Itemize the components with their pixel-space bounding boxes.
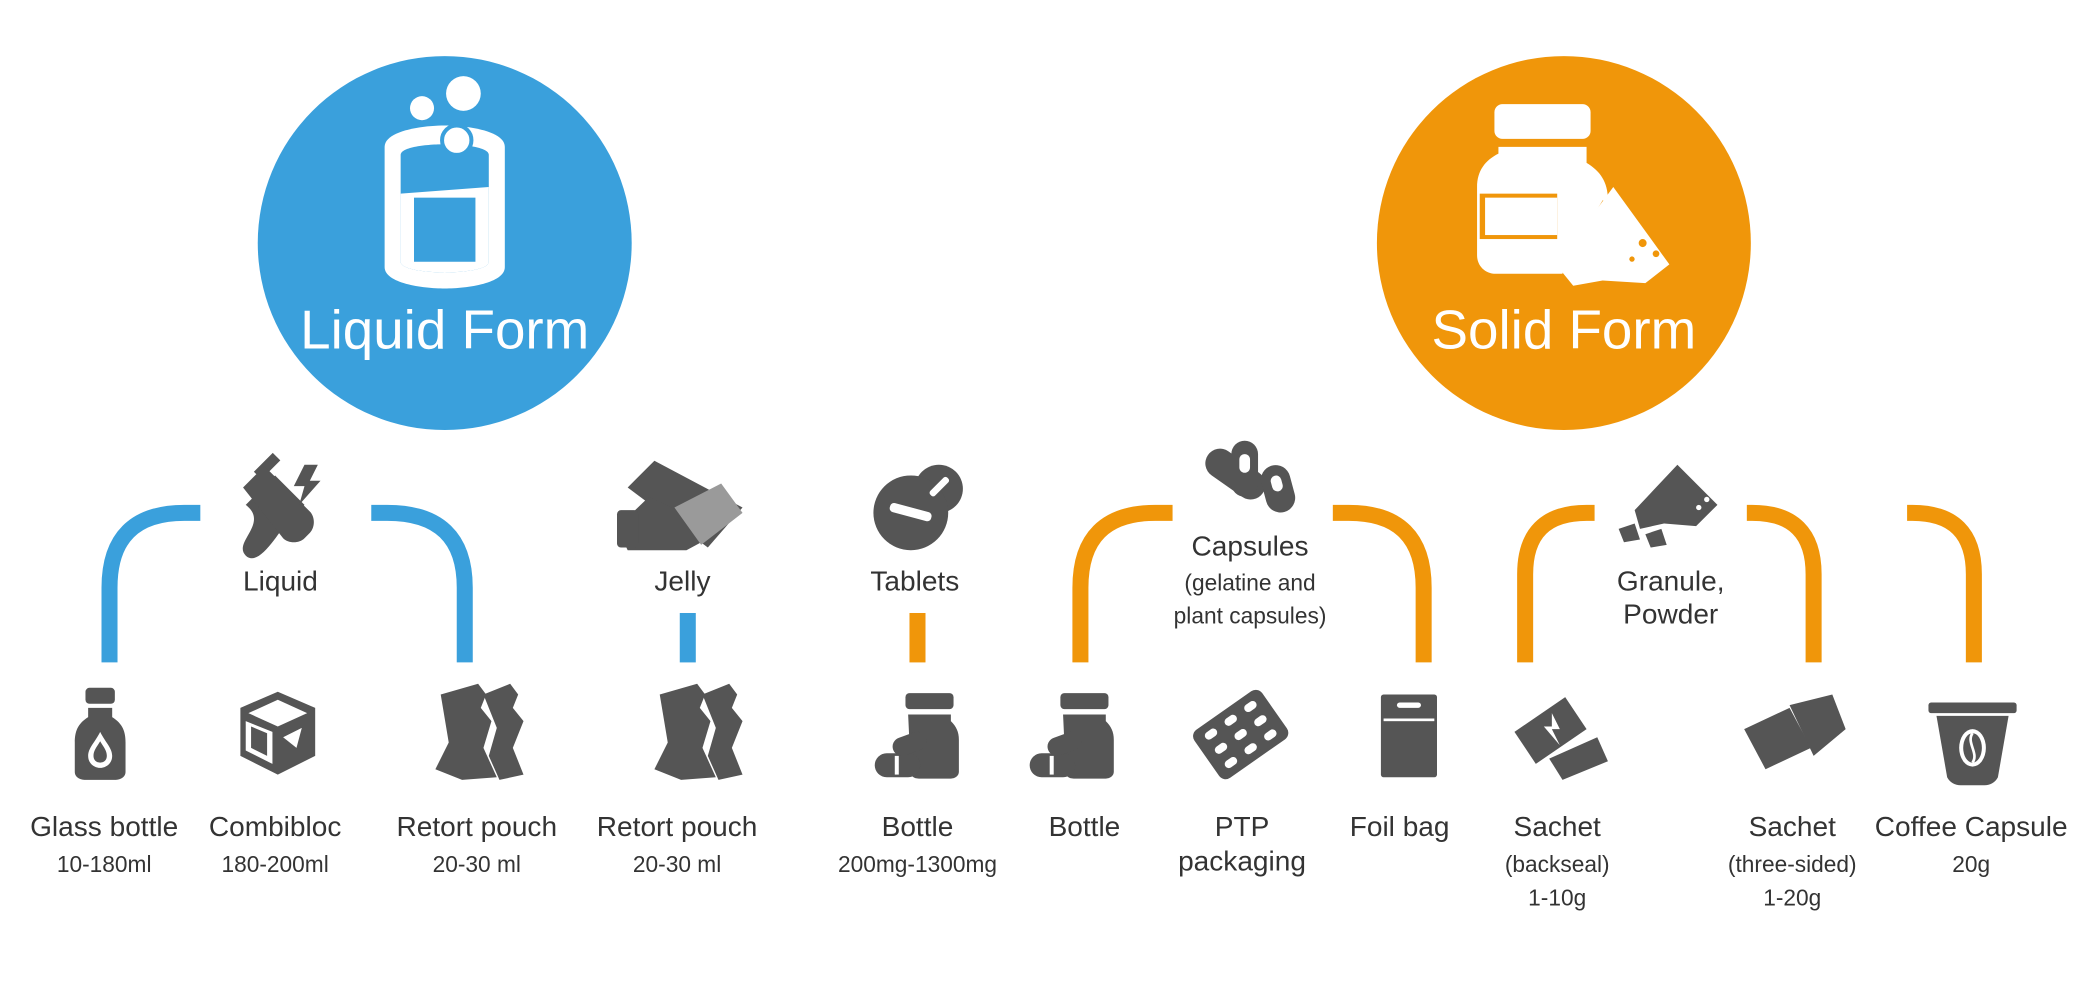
category-capsules-sub1: (gelatine and bbox=[1184, 570, 1316, 596]
liquid-connector bbox=[101, 504, 473, 663]
category-tablets-label: Tablets bbox=[870, 566, 960, 597]
package-retort-pouch-liquid-value: 20-30 ml bbox=[432, 852, 521, 878]
jelly-connector bbox=[679, 612, 696, 663]
category-capsules-sub2: plant capsules) bbox=[1173, 603, 1327, 630]
liquid-form-title: Liquid Form bbox=[300, 299, 590, 361]
package-retort-pouch-jelly-value: 20-30 ml bbox=[632, 852, 722, 878]
capsules-icon bbox=[1205, 440, 1296, 513]
sachet-icon bbox=[1744, 694, 1846, 770]
pill-bottle-icon bbox=[1029, 693, 1114, 779]
blister-pack-icon bbox=[1193, 689, 1289, 780]
retort-pouch-icon bbox=[654, 683, 743, 780]
sachet-icon bbox=[1514, 697, 1608, 780]
package-retort-pouch-jelly-name: Retort pouch bbox=[596, 811, 758, 843]
jelly-stick-icon bbox=[617, 460, 743, 551]
pill-bottle-and-powder-icon bbox=[1477, 104, 1670, 286]
package-glass-bottle-name: Glass bottle bbox=[30, 811, 179, 843]
category-granule-label: Granule, bbox=[1616, 566, 1725, 597]
package-bottle-capsules-name: Bottle bbox=[1048, 811, 1121, 843]
foil-bag-icon bbox=[1380, 694, 1437, 778]
category-powder-label: Powder bbox=[1623, 599, 1719, 631]
package-bottle-tablets-name: Bottle bbox=[881, 811, 954, 843]
pill-bottle-icon bbox=[874, 693, 959, 779]
package-ptp-name: PTP bbox=[1214, 811, 1270, 843]
package-bottle-tablets-value: 200mg-1300mg bbox=[837, 852, 998, 878]
beaker-with-bubbles-icon bbox=[384, 76, 505, 289]
solid-form-title: Solid Form bbox=[1431, 299, 1697, 361]
package-foil-bag-name: Foil bag bbox=[1349, 811, 1450, 843]
category-liquid-label: Liquid bbox=[243, 566, 318, 597]
package-sachet-three-sided-name: Sachet bbox=[1748, 811, 1836, 843]
capsules-connector bbox=[1072, 504, 1432, 663]
test-tube-icon bbox=[242, 452, 321, 559]
package-glass-bottle-value: 10-180ml bbox=[56, 852, 152, 878]
package-combibloc-value: 180-200ml bbox=[221, 852, 329, 878]
package-sachet-three-sided-value: 1-20g bbox=[1763, 885, 1822, 911]
category-jelly-label: Jelly bbox=[654, 566, 711, 597]
package-sachet-three-sided-type: (three-sided) bbox=[1727, 852, 1857, 878]
package-coffee-capsule-value: 20g bbox=[1952, 852, 1991, 878]
glass-bottle-icon bbox=[74, 687, 126, 780]
tablets-icon bbox=[873, 464, 963, 551]
tablets-connector bbox=[909, 612, 926, 663]
package-coffee-capsule-name: Coffee Capsule bbox=[1874, 811, 2068, 843]
category-capsules-label: Capsules bbox=[1191, 531, 1309, 563]
carton-icon bbox=[240, 691, 316, 775]
retort-pouch-icon bbox=[435, 683, 524, 780]
package-ptp-name2: packaging bbox=[1178, 846, 1306, 878]
coffee-capsule-icon bbox=[1928, 702, 2017, 786]
package-sachet-backseal-type: (backseal) bbox=[1504, 852, 1610, 878]
package-retort-pouch-liquid-name: Retort pouch bbox=[396, 811, 558, 843]
package-combibloc-name: Combibloc bbox=[208, 811, 342, 843]
powder-connector bbox=[1517, 504, 1982, 663]
powder-icon bbox=[1618, 464, 1718, 548]
package-sachet-backseal-value: 1-10g bbox=[1528, 885, 1587, 911]
package-sachet-backseal-name: Sachet bbox=[1513, 811, 1601, 843]
